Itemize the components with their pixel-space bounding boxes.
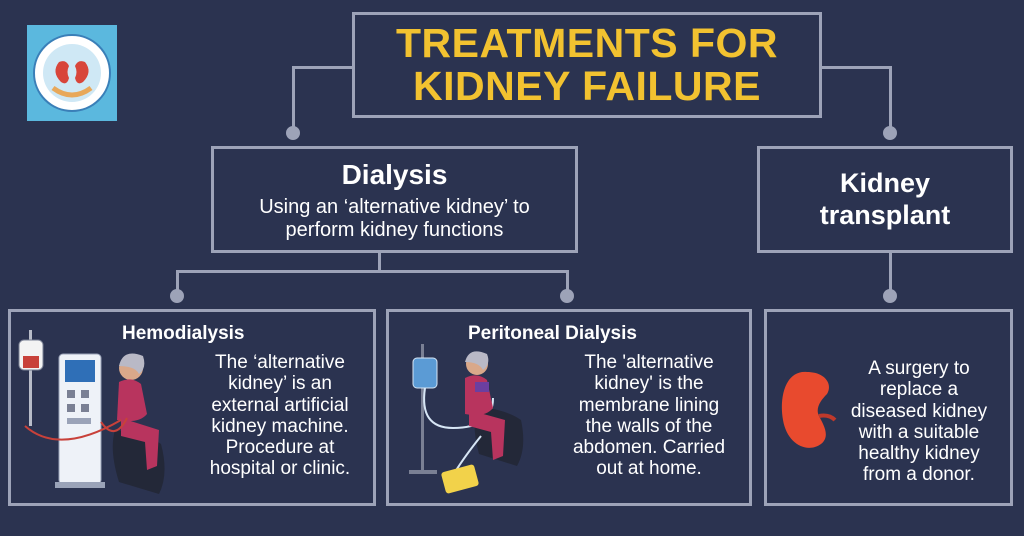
kidney-icon	[781, 371, 837, 448]
transplant-heading-line-2: transplant	[819, 199, 951, 230]
desc-line: out at home.	[596, 458, 702, 480]
desc-line: Procedure at	[225, 437, 335, 459]
connector	[378, 253, 381, 272]
dialysis-description: Using an ‘alternative kidney’ to perform…	[214, 196, 575, 242]
logo-seal-icon	[33, 34, 111, 112]
hemodialysis-description: The ‘alternative kidney’ is an external …	[194, 352, 366, 480]
connector-dot	[170, 289, 184, 303]
connector	[176, 270, 179, 294]
connector	[566, 270, 569, 294]
clinic-logo	[27, 25, 117, 121]
desc-line: from a donor.	[863, 464, 975, 486]
desc-line: the walls of the	[585, 415, 713, 437]
peritoneal-dialysis-illustration	[409, 344, 524, 494]
desc-line: external artificial	[211, 394, 349, 416]
desc-line: kidney machine.	[211, 415, 349, 437]
desc-line: kidney’ is an	[228, 373, 332, 395]
desc-line: A surgery to	[868, 358, 970, 379]
desc-line: membrane lining	[578, 394, 720, 416]
connector-dot	[883, 289, 897, 303]
title-line-1: TREATMENTS FOR	[395, 19, 779, 66]
connector-dot	[286, 126, 300, 140]
dialysis-desc-line: perform kidney functions	[285, 219, 504, 241]
desc-line: diseased kidney	[850, 400, 988, 422]
connector	[292, 66, 295, 132]
title-line-2: KIDNEY FAILURE	[413, 63, 761, 109]
hemodialysis-heading: Hemodialysis	[122, 323, 245, 344]
desc-line: healthy kidney	[858, 443, 980, 465]
connector	[820, 66, 892, 69]
connector-dot	[883, 126, 897, 140]
desc-line: kidney' is the	[594, 373, 704, 395]
desc-line: replace a	[879, 379, 959, 401]
kidney-transplant-node: Kidney transplant	[757, 146, 1013, 253]
desc-line: The ‘alternative	[215, 352, 345, 373]
desc-line: with a suitable	[858, 421, 980, 443]
page-title: TREATMENTS FOR KIDNEY FAILURE	[352, 12, 822, 118]
kidney-transplant-panel: A surgery to replace a diseased kidney w…	[764, 309, 1013, 506]
connector-dot	[560, 289, 574, 303]
dialysis-desc-line: Using an ‘alternative kidney’ to	[259, 196, 530, 218]
desc-line: hospital or clinic.	[209, 458, 351, 480]
peritoneal-dialysis-panel: Peritoneal Dialysis The 'alternative kid…	[386, 309, 752, 506]
dialysis-node: Dialysis Using an ‘alternative kidney’ t…	[211, 146, 578, 253]
dialysis-heading: Dialysis	[341, 159, 448, 190]
peritoneal-dialysis-heading: Peritoneal Dialysis	[468, 323, 637, 344]
connector	[176, 270, 568, 273]
transplant-description: A surgery to replace a diseased kidney w…	[837, 358, 1001, 486]
peritoneal-description: The 'alternative kidney' is the membrane…	[558, 352, 740, 480]
connector	[292, 66, 354, 69]
transplant-heading-line-1: Kidney	[839, 168, 931, 199]
desc-line: The 'alternative	[584, 352, 714, 373]
desc-line: abdomen. Carried	[572, 437, 726, 459]
hemodialysis-machine-illustration	[18, 330, 165, 494]
hemodialysis-panel: Hemodialysis The ‘alternative kidney’ is…	[8, 309, 376, 506]
connector	[889, 66, 892, 132]
connector	[889, 253, 892, 293]
